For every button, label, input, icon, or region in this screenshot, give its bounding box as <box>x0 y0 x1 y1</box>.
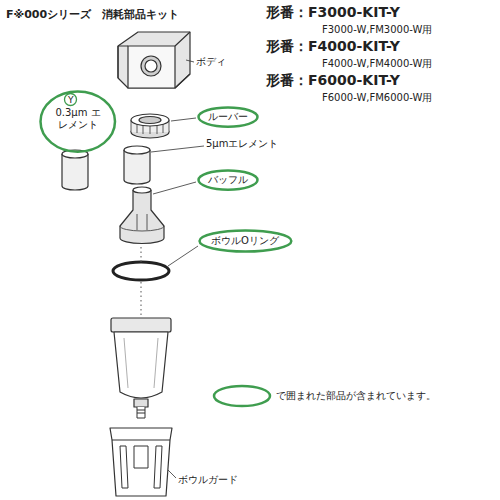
legend-text: で囲まれた部品が含まれています。 <box>276 389 436 403</box>
legend-entry: で囲まれた部品が含まれています。 <box>212 384 436 408</box>
model-number: 形番：F6000-KIT-Y <box>266 72 400 89</box>
axis-line <box>141 247 142 316</box>
marker-circle: Y <box>63 92 78 107</box>
kit-part-oval: バッフル <box>197 169 259 191</box>
title: F※000シリーズ 消耗部品キット <box>6 8 179 21</box>
model-number: F3000-W,FM3000-W用 <box>322 24 432 36</box>
part-name: バッフル <box>208 174 248 186</box>
leader-line <box>151 146 204 152</box>
part-name: ボディ <box>196 56 226 68</box>
element-0-3um <box>62 154 88 190</box>
part-name: ボウルガード <box>178 474 238 486</box>
kit-part-oval: 0.3μm エレメントY <box>39 90 117 153</box>
model-number: 形番：F3000-KIT-Y <box>266 4 400 21</box>
legend-swatch <box>212 384 272 408</box>
body-block <box>118 32 190 88</box>
part-name: 0.3μm エレメント <box>51 107 105 131</box>
o-ring <box>113 262 169 280</box>
part-name: 5μmエレメント <box>206 138 278 150</box>
leader-line <box>153 182 196 194</box>
leader-line <box>186 60 194 62</box>
part-name: ルーバー <box>208 111 248 123</box>
body-port <box>141 56 161 76</box>
model-number: F6000-W,FM6000-W用 <box>322 92 432 104</box>
leader-line <box>168 470 176 478</box>
kit-part-oval: ルーバー <box>197 106 259 128</box>
body-face <box>128 46 175 88</box>
part-name: ボウルOリング <box>211 235 279 247</box>
baffle <box>120 190 164 244</box>
marker-letter: Y <box>68 95 74 106</box>
kit-part-oval: ボウルOリング <box>198 229 293 253</box>
leader-line <box>171 118 196 121</box>
drain <box>134 399 148 407</box>
leader-line <box>168 246 198 266</box>
bowl-rim <box>111 318 171 332</box>
bowl <box>114 332 168 398</box>
model-number: F4000-W,FM4000-W用 <box>322 58 432 70</box>
bowl-guard <box>110 428 172 496</box>
model-number: 形番：F4000-KIT-Y <box>266 38 400 55</box>
element-5um <box>124 150 150 184</box>
